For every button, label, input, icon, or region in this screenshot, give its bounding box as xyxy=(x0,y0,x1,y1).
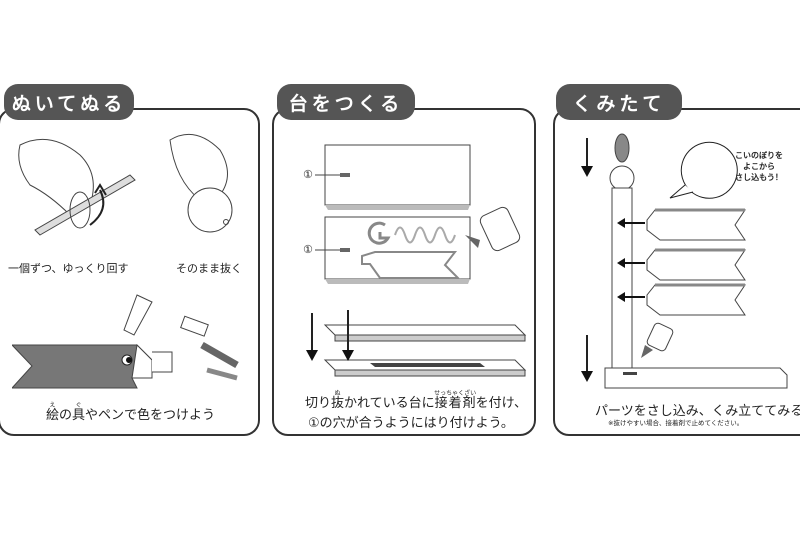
caption-assemble: パーツをさし込み、くみ立ててみる！ xyxy=(595,404,800,419)
pull-hand-illustration xyxy=(169,133,233,233)
callout-text: こいのぼりを よこから さし込もう！ xyxy=(735,150,783,183)
caption-text: 切り xyxy=(305,396,332,411)
callout-line: さし込もう！ xyxy=(735,173,783,182)
caption-text: やペンで色をつけよう xyxy=(85,408,216,423)
panel-title-base: 台をつくる xyxy=(277,84,415,120)
furigana-nu: ぬ xyxy=(331,390,345,397)
assembly-illustration xyxy=(581,133,788,389)
furigana-e: え xyxy=(46,402,60,409)
twist-hand-illustration xyxy=(18,138,136,236)
hole-marker-1: ① xyxy=(303,168,313,181)
base-boards-illustration xyxy=(315,144,521,284)
hole-marker-2: ① xyxy=(303,243,313,256)
furigana-gu: ぐ xyxy=(72,402,86,409)
caption-pull: そのまま抜く xyxy=(176,262,242,275)
caption-base-line1: 切り抜ぬかれている台に接着剤せっちゃくざいを付け、 xyxy=(305,390,527,411)
kanji-e: 絵 xyxy=(46,408,60,423)
caption-text: を付け、 xyxy=(475,396,528,411)
kanji-gu: 具 xyxy=(72,408,86,423)
painted-koinobori-illustration xyxy=(12,294,239,389)
board-stacking-illustration xyxy=(306,310,527,377)
caption-paint: 絵えの具ぐやペンで色をつけよう xyxy=(46,402,215,423)
furigana-adhesive: せっちゃくざい xyxy=(434,390,477,397)
callout-line: こいのぼりを xyxy=(735,151,783,160)
kanji-adhesive: 接着剤 xyxy=(434,396,477,411)
caption-text: かれている台に xyxy=(344,396,435,411)
callout-line: よこから xyxy=(743,162,775,171)
caption-text: の xyxy=(59,408,73,423)
caption-note: ※抜けやすい場合、接着剤で止めてください。 xyxy=(608,419,744,427)
caption-base-line2: ①の穴が合うようにはり付けよう。 xyxy=(308,416,514,431)
caption-twist: 一個ずつ、ゆっくり回す xyxy=(8,262,129,275)
panel-title-paint: ぬいてぬる xyxy=(4,84,134,120)
panel-title-assemble: くみたて xyxy=(556,84,682,120)
kanji-nu: 抜 xyxy=(331,396,345,411)
